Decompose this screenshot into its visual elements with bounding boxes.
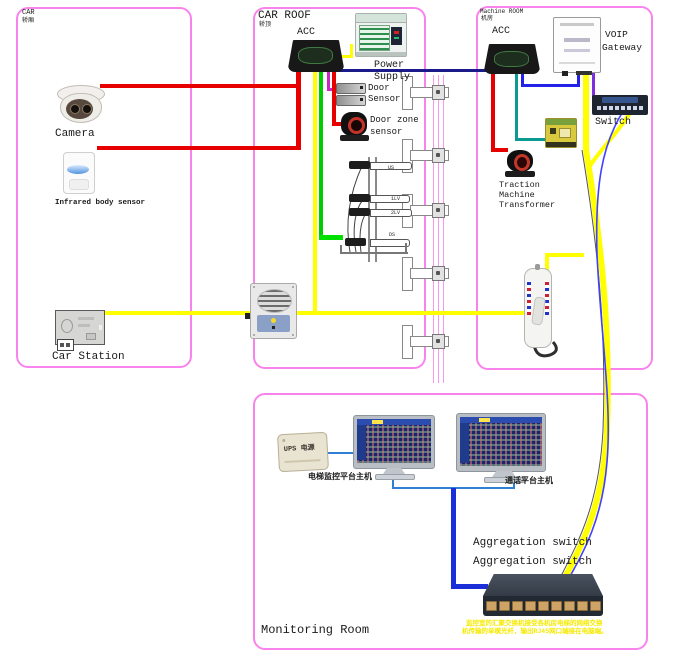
car-zone-title: CAR [22, 9, 35, 17]
leveling-label-us: US [388, 165, 395, 171]
leveling-label-ds: DS [389, 232, 396, 238]
car-zone-box [16, 7, 192, 368]
power-supply-label-2: Supply [374, 72, 411, 83]
teal-wire-v [515, 72, 518, 141]
door-sensor-label-1: Door [368, 83, 390, 93]
leveling-label-1lv: 1LV [391, 196, 401, 202]
monitor1-label: 电梯监控平台主机 [308, 473, 372, 482]
machine-room-zone-title: Machine ROOM [480, 8, 524, 15]
infrared-label: Infrared body sensor [55, 199, 146, 207]
power-supply-device [355, 13, 407, 57]
guide-rail-line [433, 75, 434, 383]
intercom-connector [245, 313, 251, 319]
aggregation-switch-label-1: Aggregation switch [473, 537, 592, 549]
intercom-riser-top [545, 253, 584, 257]
handset-cord [532, 341, 558, 358]
car-zone-subtitle: 轿厢 [22, 17, 35, 24]
camera-ir-icon [82, 104, 92, 114]
door-zone-label-1: Door zone [370, 115, 419, 125]
machine-room-handset [524, 264, 552, 348]
camera-video-wire [100, 84, 298, 88]
power-supply-label-1: Power [374, 60, 405, 71]
transformer-label-1: Traction [499, 180, 540, 190]
voip-label-2: Gateway [602, 42, 642, 53]
monitoring-room-zone-box [253, 393, 648, 650]
dome-camera [57, 85, 105, 125]
acc-voip-wire-h [521, 84, 580, 87]
aggregation-note-line1: 监控室的汇聚交换机接受各机房电梯的网络交换 [466, 620, 603, 627]
aggregation-switch-label-2: Aggregation switch [473, 556, 592, 568]
leveling-green-wire [319, 235, 343, 240]
infrared-body-sensor [63, 152, 95, 194]
agg-switch-wire-h [451, 584, 488, 589]
voip-switch-wire-purple [592, 68, 595, 98]
acc-link-wire-navy [318, 69, 488, 72]
acc-voip-wire-v2 [577, 68, 580, 87]
car-roof-zone-subtitle: 轿顶 [259, 21, 272, 28]
machine-room-acc-label: ACC [492, 26, 511, 37]
door-sensor-device [336, 83, 366, 106]
monitoring-room-title: Monitoring Room [261, 623, 370, 637]
infrared-wire-vertical [296, 72, 301, 150]
agg-switch-wire-v [451, 488, 456, 589]
intercom-line-to-machine-room [295, 311, 549, 315]
leveling-label-2lv: 2LV [391, 210, 401, 216]
switch-label: Switch [595, 117, 632, 128]
car-roof-acc-label: ACC [297, 27, 316, 38]
door-zone-sensor-device [340, 112, 369, 142]
guide-rail-line [443, 75, 444, 383]
acc-green-drop [319, 72, 323, 239]
ups-device: UPS 电源 [277, 431, 329, 473]
acc-yellow-drop [313, 72, 317, 314]
car-roof-acc-device [288, 40, 344, 72]
aggregation-switch-device [483, 574, 603, 618]
car-roof-zone-title: CAR ROOF [258, 10, 311, 22]
transformer-label-2: Machine [499, 190, 535, 200]
camera-label: Camera [55, 128, 95, 140]
door-sensor-wire-v [327, 72, 330, 90]
car-station-keypad [57, 339, 74, 351]
power-module-device [545, 118, 577, 148]
power-supply-wire-h [340, 55, 353, 58]
teal-wire-h [515, 138, 548, 141]
aggregation-note-line2: 机传输的单模光纤，输出RJ45网口端接在电脑端。 [462, 628, 608, 635]
camera-lens-icon [70, 104, 80, 114]
infrared-wire-horizontal [97, 146, 301, 150]
monitor2-drop-wire [513, 479, 515, 489]
monitor2-label: 通话平台主机 [505, 477, 553, 486]
ups-monitor-wire [322, 452, 357, 454]
transformer-wire-h [491, 148, 508, 152]
switch-network-blue [563, 112, 623, 588]
machine-room-switch-device [592, 95, 648, 115]
power-supply-wire-v [350, 44, 353, 57]
door-zone-wire-v [332, 72, 336, 126]
acc-voip-wire-v1 [521, 72, 524, 87]
fiber-trunk-shadow-line [557, 149, 605, 583]
voip-label-1: VOIP [605, 29, 628, 40]
door-zone-wire-h [332, 122, 342, 126]
car-station-label: Car Station [52, 351, 125, 363]
machine-room-zone-box [476, 6, 653, 370]
guide-rail-line [438, 75, 439, 383]
traction-machine-transformer-device [505, 150, 535, 178]
ups-device-label: UPS 电源 [283, 444, 315, 454]
door-sensor-wire-h [327, 88, 335, 91]
machine-room-acc-device [484, 44, 540, 74]
transformer-label-3: Transformer [499, 200, 556, 210]
car-station-panel [55, 310, 105, 345]
car-station-wire [102, 311, 250, 315]
car-roof-zone-box [253, 7, 426, 369]
transformer-wire-v [491, 72, 495, 152]
voip-gateway-device [553, 17, 601, 76]
door-zone-label-2: sensor [370, 127, 403, 137]
door-sensor-label-2: Sensor [368, 94, 401, 104]
car-roof-intercom [250, 283, 297, 339]
machine-room-zone-subtitle: 机房 [481, 15, 494, 22]
